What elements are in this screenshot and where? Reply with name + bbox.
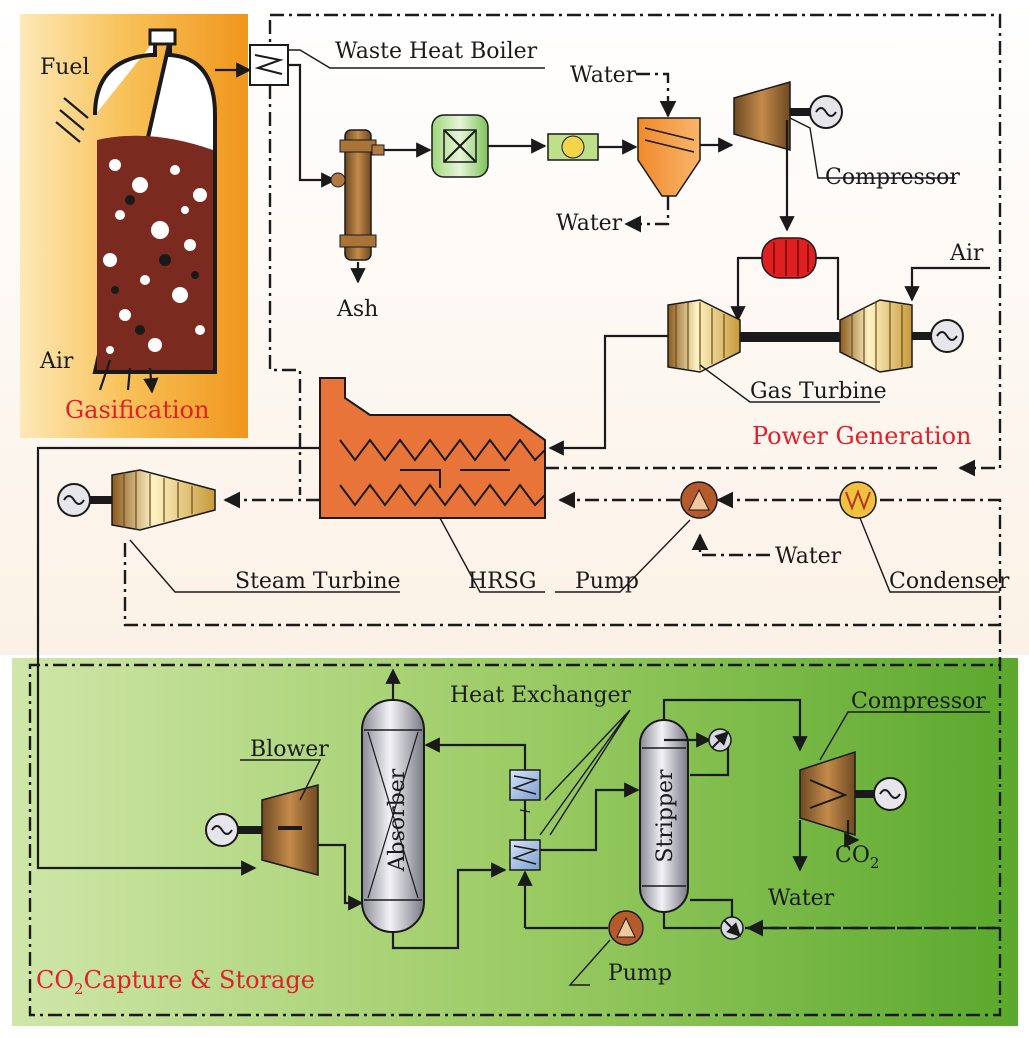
exhaust-to-hrsg xyxy=(548,334,668,456)
feedwater-pump xyxy=(680,481,718,519)
overhead-condenser xyxy=(708,728,732,752)
boiler-to-scrubber-pipe xyxy=(288,63,337,188)
gasifier-outlet-lines xyxy=(98,359,152,392)
water-makeup-line xyxy=(691,533,770,557)
gasifier-vessel xyxy=(92,28,217,374)
reboiler xyxy=(720,916,744,940)
condenser-unit xyxy=(839,481,877,519)
lean-solvent-to-absorber xyxy=(424,737,527,770)
label-compressor-top: Compressor xyxy=(825,165,960,190)
label-water-pump: Water xyxy=(775,544,842,569)
rich-solvent-to-stripper xyxy=(540,782,640,852)
combustor xyxy=(761,237,817,279)
ash-separator xyxy=(330,129,385,261)
label-pump-bottom: Pump xyxy=(608,961,672,986)
gas-turbine xyxy=(667,299,964,373)
section-title-gasification: Gasification xyxy=(65,396,209,424)
waste-heat-boiler xyxy=(249,44,289,86)
compressor-bottom-leader xyxy=(819,711,990,761)
reboiler-return xyxy=(690,898,734,917)
gas-cleaner xyxy=(431,114,489,178)
quench-cooler xyxy=(637,117,701,197)
section-title-power-generation: Power Generation xyxy=(752,422,972,450)
label-condenser: Condenser xyxy=(889,569,1010,594)
co2-outlet xyxy=(844,820,860,848)
heat-exchanger-upper xyxy=(509,769,541,801)
label-water-bottom: Water xyxy=(768,886,835,911)
condenser-leader xyxy=(859,517,1000,593)
air-inlet-pipe xyxy=(904,266,990,302)
water-in-line xyxy=(636,72,677,118)
label-blower: Blower xyxy=(250,737,329,762)
pump-top-leader xyxy=(555,519,691,593)
label-heat-exchanger: Heat Exchanger xyxy=(450,683,632,708)
boiler-steam-line xyxy=(268,20,302,495)
label-water-in: Water xyxy=(570,63,637,88)
label-ash: Ash xyxy=(336,297,378,322)
label-gas-turbine: Gas Turbine xyxy=(750,379,887,404)
co2-to-compressor xyxy=(662,698,808,752)
label-compressor-bottom: Compressor xyxy=(851,689,986,714)
heat-exchanger-lower xyxy=(509,839,541,871)
condensate-return-loop xyxy=(123,498,1002,627)
blower-leader xyxy=(240,759,322,801)
ccs-steam-loop xyxy=(28,630,1002,1017)
stripper-bottoms xyxy=(662,912,720,930)
sulfur-removal-unit xyxy=(547,133,599,161)
pump-bottom-leader xyxy=(568,939,611,986)
steam-turbine-leader xyxy=(129,539,400,593)
label-pump-top: Pump xyxy=(575,569,639,594)
label-hrsg: HRSG xyxy=(468,569,536,594)
heat-exchanger-leaders xyxy=(519,709,631,836)
blower-to-absorber xyxy=(318,843,364,911)
water-out-line xyxy=(624,196,670,233)
top-steam-loop xyxy=(270,13,1002,477)
fuel-feed-lines xyxy=(55,97,89,143)
label-air-turbine: Air xyxy=(949,241,984,266)
solvent-pump xyxy=(608,910,644,946)
section-title-ccs: CO2Capture & Storage xyxy=(36,966,315,998)
gas-turbine-leader xyxy=(699,364,880,403)
flue-gas-to-blower xyxy=(36,446,320,876)
label-fuel: Fuel xyxy=(40,55,90,80)
label-water-out: Water xyxy=(556,211,623,236)
label-absorber: Absorber xyxy=(385,768,410,872)
blower-unit xyxy=(205,784,319,876)
label-air-gasifier: Air xyxy=(39,349,74,374)
combustor-to-turbine xyxy=(730,256,762,322)
hrsg-leader xyxy=(439,517,545,593)
hrsg-unit xyxy=(319,377,546,519)
reflux-line xyxy=(690,740,730,777)
air-to-combustor xyxy=(816,256,840,320)
label-waste-heat-boiler: Waste Heat Boiler xyxy=(335,39,538,64)
syngas-compressor xyxy=(733,81,843,151)
label-co2: CO2 xyxy=(835,843,879,872)
waste-heat-boiler-leader xyxy=(288,49,545,69)
label-stripper: Stripper xyxy=(653,769,678,863)
compressor-top-leader xyxy=(789,117,955,179)
steam-turbine xyxy=(57,469,216,531)
label-steam-turbine: Steam Turbine xyxy=(235,569,401,594)
rich-solvent-pipe xyxy=(391,862,507,950)
